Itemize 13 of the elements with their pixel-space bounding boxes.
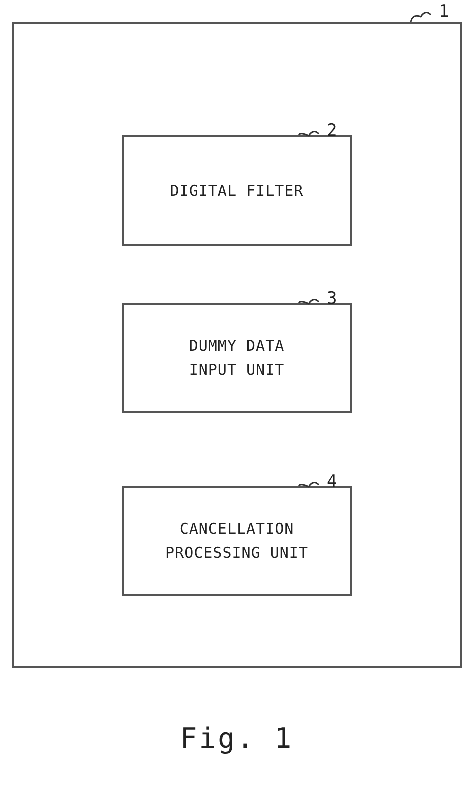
figure-caption: Fig. 1 bbox=[179, 722, 295, 755]
unit-box bbox=[122, 135, 352, 246]
leader-line bbox=[298, 299, 320, 305]
leader-line bbox=[298, 482, 320, 488]
leader-line bbox=[410, 12, 432, 22]
unit-box bbox=[122, 303, 352, 413]
outer-box bbox=[12, 22, 462, 668]
unit-box bbox=[122, 486, 352, 596]
box-label: CANCELLATION PROCESSING UNIT bbox=[164, 519, 310, 564]
box-label: DIGITAL FILTER bbox=[169, 180, 305, 202]
reference-numeral: 1 bbox=[437, 2, 451, 22]
leader-line bbox=[298, 131, 320, 137]
box-label: DUMMY DATA INPUT UNIT bbox=[188, 336, 286, 381]
